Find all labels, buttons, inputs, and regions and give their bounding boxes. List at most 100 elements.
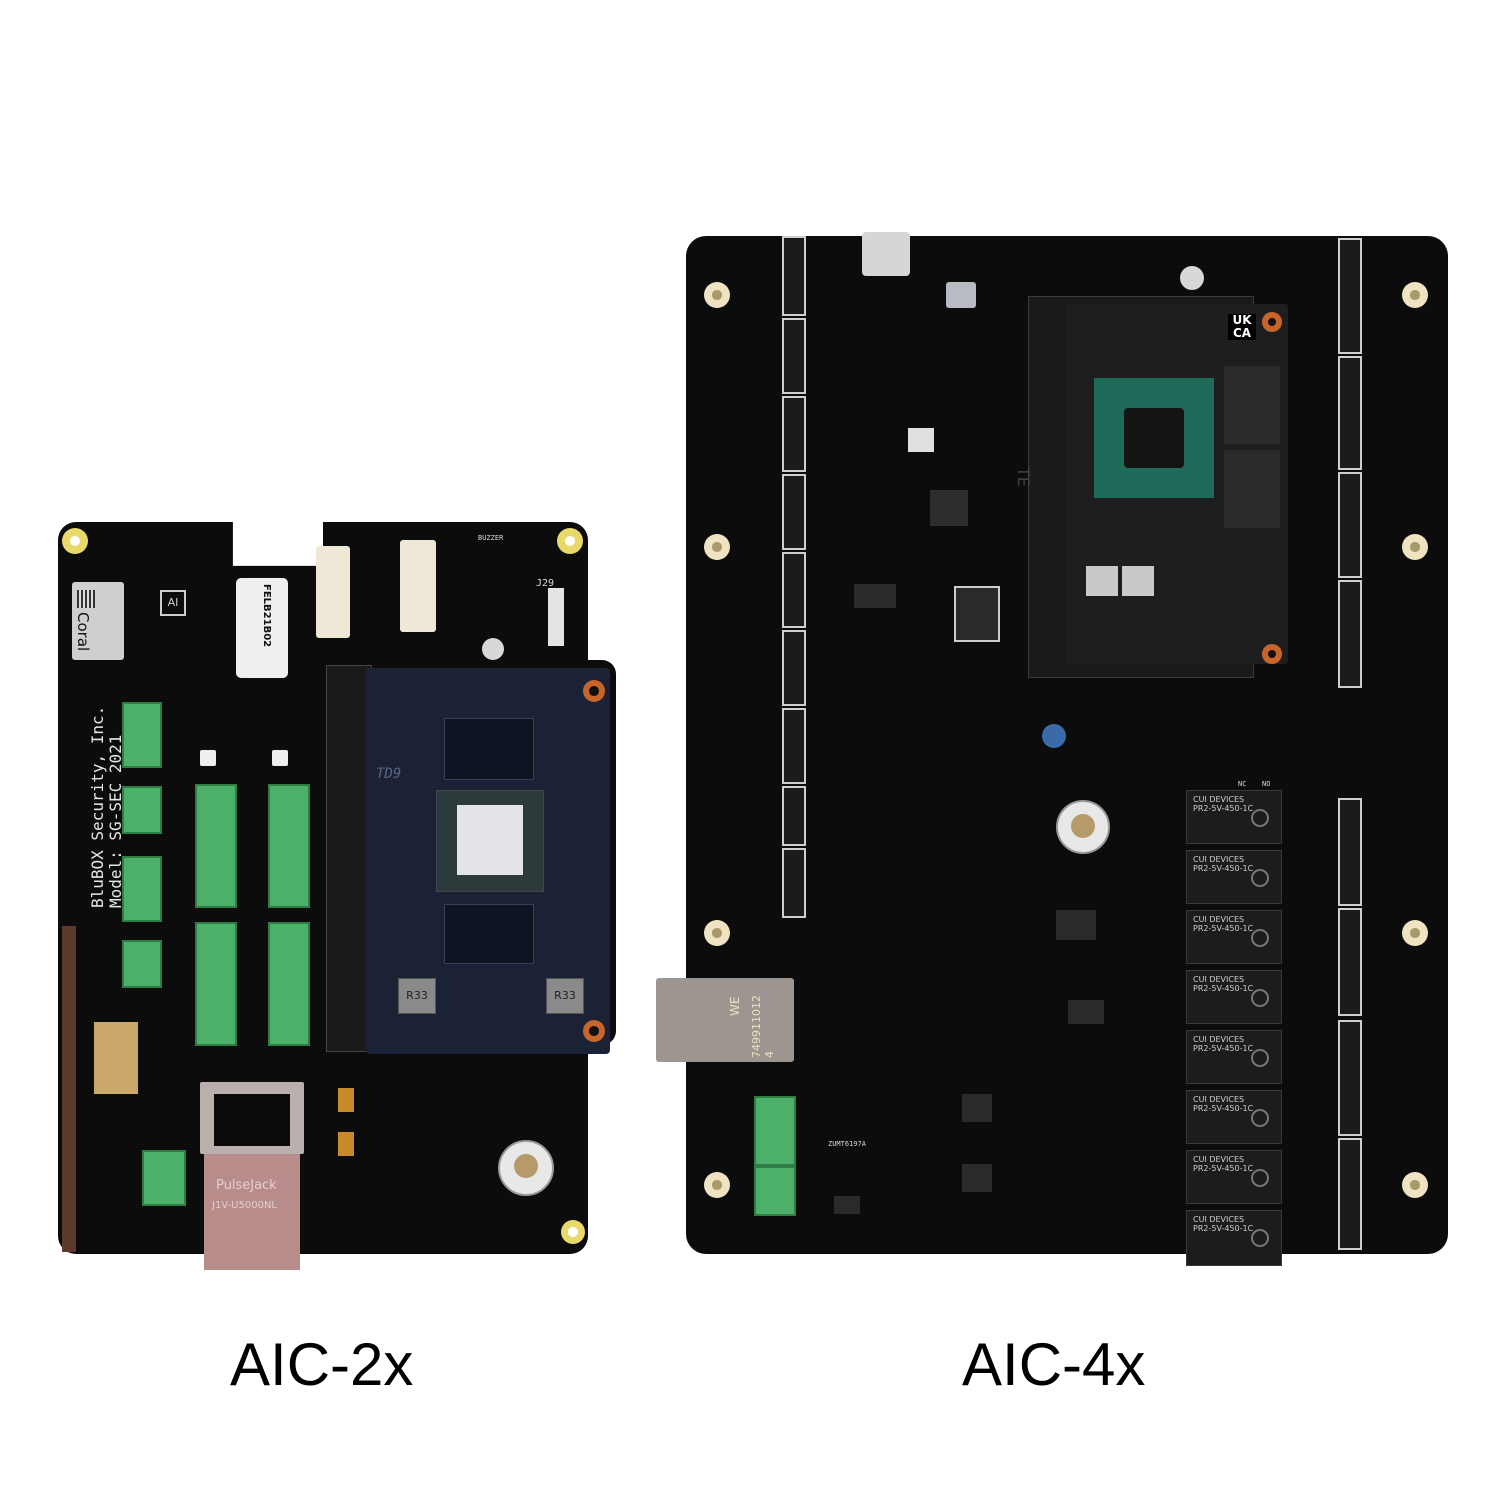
ethernet-jack: PulseJack J1V-U5000NL: [200, 1082, 304, 1270]
terminal-block: [122, 786, 162, 834]
inductor: R33: [398, 978, 436, 1014]
ic-chip: [1068, 1000, 1104, 1024]
terminal-strip: [782, 630, 806, 706]
mounting-hole: [1402, 534, 1428, 560]
mounting-hole: [557, 528, 583, 554]
mounting-hole: [1402, 282, 1428, 308]
terminal-strip: [782, 318, 806, 394]
ic-chip: [1056, 910, 1096, 940]
buzzer-label: BUZZER: [478, 534, 504, 542]
relay-model: PR2-5V-450-1C: [1193, 924, 1254, 933]
relay-brand: CUI DEVICES: [1193, 1035, 1245, 1044]
mounting-hole: [704, 534, 730, 560]
terminal-strip: [782, 786, 806, 846]
terminal-block: [754, 1166, 796, 1216]
ic-chip: [908, 428, 934, 452]
screw: [1180, 266, 1204, 290]
module-label: TD9: [376, 766, 402, 782]
relay-model: PR2-5V-450-1C: [1193, 1044, 1254, 1053]
potentiometer: [200, 750, 216, 766]
terminal-strip: [1338, 238, 1362, 354]
omron-relay: [400, 540, 436, 632]
ic-chip: [854, 584, 896, 608]
terminal-block: [142, 1150, 186, 1206]
terminal-strip: [782, 708, 806, 784]
relay-brand: CUI DEVICES: [1193, 1155, 1245, 1164]
ic-chip: [930, 490, 968, 526]
relay-brand: CUI DEVICES: [1193, 915, 1245, 924]
cui-relay: CUI DEVICES PR2-5V-450-1C: [1186, 1030, 1282, 1084]
sticker-text: FELB21B02: [261, 584, 272, 648]
coral-module: Coral: [72, 582, 124, 660]
mounting-hole: [583, 1020, 605, 1042]
connector-label: J29: [536, 578, 555, 589]
inductor: [1122, 566, 1154, 596]
caption-aic-2x: AIC-2x: [230, 1331, 414, 1398]
terminal-block: [754, 1096, 796, 1166]
jack-brand: PulseJack: [216, 1178, 277, 1193]
terminal-strip: [782, 396, 806, 472]
soc-chip: [436, 790, 544, 892]
mounting-hole: [1262, 312, 1282, 332]
mounting-hole: [704, 282, 730, 308]
ic-label: ZUMT6197A: [828, 1140, 866, 1148]
relay-model: PR2-5V-450-1C: [1193, 1104, 1254, 1113]
relay-model: PR2-5V-450-1C: [1193, 804, 1254, 813]
cui-relay: CUI DEVICES PR2-5V-450-1C: [1186, 910, 1282, 964]
compute-module: UK CA: [1066, 304, 1288, 664]
relay-brand: CUI DEVICES: [1193, 855, 1245, 864]
switch: [946, 282, 976, 308]
memory-chip: [1224, 366, 1280, 444]
terminal-strip: [1338, 1020, 1362, 1136]
qr-code: [77, 590, 95, 608]
terminal-block: [195, 922, 237, 1046]
ic-chip: [962, 1094, 992, 1122]
relay-brand: CUI DEVICES: [1193, 1095, 1245, 1104]
screw: [482, 638, 504, 660]
relay-brand: CUI DEVICES: [1193, 1215, 1245, 1224]
ethernet-jack: WE 749911012 4: [656, 958, 804, 1062]
coin-battery: [498, 1140, 554, 1196]
relay-header-no: NO: [1262, 780, 1271, 788]
terminal-strip: [782, 552, 806, 628]
memory-chip: [1224, 450, 1280, 528]
component: [338, 1132, 354, 1156]
usb-c-port: [862, 232, 910, 276]
ukca-mark: UK CA: [1228, 314, 1256, 340]
relay-model: PR2-5V-450-1C: [1193, 1224, 1254, 1233]
relay-model: PR2-5V-450-1C: [1193, 864, 1254, 873]
coin-battery: [1056, 800, 1110, 854]
jack-opening: [200, 1082, 304, 1154]
soc-die: [457, 805, 523, 875]
terminal-block: [122, 702, 162, 768]
terminal-strip: [1338, 356, 1362, 470]
mounting-hole: [704, 1172, 730, 1198]
jack-body: PulseJack J1V-U5000NL: [204, 1154, 300, 1270]
component: [338, 1088, 354, 1112]
terminal-strip: [1338, 580, 1362, 688]
jack-model: 749911012 4: [750, 995, 776, 1058]
cui-relay: CUI DEVICES PR2-5V-450-1C: [1186, 850, 1282, 904]
terminal-block: [122, 856, 162, 922]
terminal-block: [122, 940, 162, 988]
terminal-block: [268, 922, 310, 1046]
relay-model: PR2-5V-450-1C: [1193, 984, 1254, 993]
cui-relay: CUI DEVICES PR2-5V-450-1C: [1186, 1210, 1282, 1266]
terminal-block: [268, 784, 310, 908]
memory-chip: [444, 904, 534, 964]
ribbon-connector: [548, 588, 564, 646]
memory-chip: [444, 718, 534, 780]
silkscreen-brand: BluBOX Security, Inc.: [88, 705, 107, 908]
mounting-hole: [1262, 644, 1282, 664]
relay-brand: CUI DEVICES: [1193, 975, 1245, 984]
terminal-strip: [782, 236, 806, 316]
terminal-strip: [782, 848, 806, 918]
terminal-strip: [782, 474, 806, 550]
mounting-hole: [704, 920, 730, 946]
mounting-hole: [62, 528, 88, 554]
cui-relay: CUI DEVICES PR2-5V-450-1C: [1186, 1150, 1282, 1204]
potentiometer: [272, 750, 288, 766]
socket-brand: TE: [1014, 467, 1033, 487]
inductor-label: R33: [406, 989, 428, 1002]
inductor-label: R33: [554, 989, 576, 1002]
